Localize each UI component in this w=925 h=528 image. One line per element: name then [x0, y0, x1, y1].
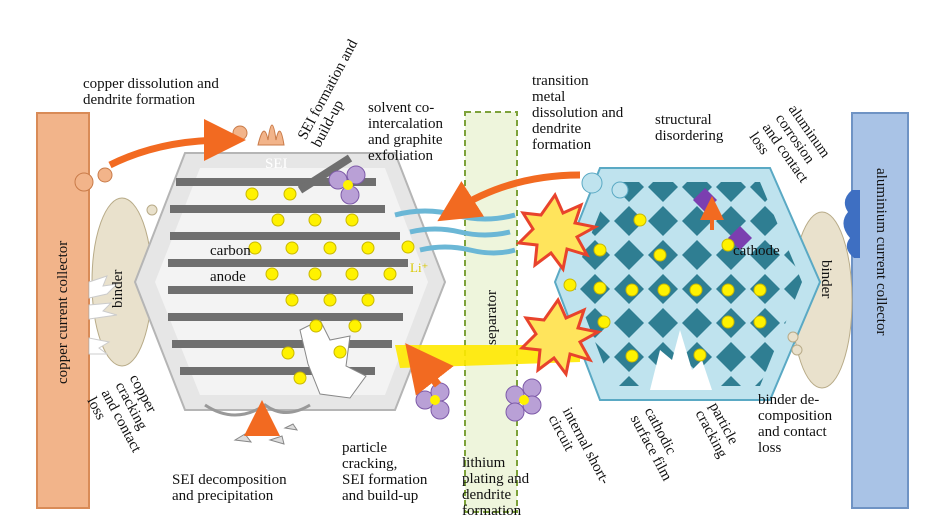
short-circuit-burst-bottom: [518, 296, 603, 378]
binder-left-label: binder: [110, 269, 126, 308]
lithium-particles-cathode: [563, 213, 767, 363]
transition-metal-label: transition metal dissolution and dendrit…: [532, 73, 624, 153]
binder-decomposition-label: binder de- composition and contact loss: [758, 392, 833, 456]
solvent-cointercalation-label: solvent co- intercalation and graphite e…: [368, 100, 443, 164]
lithium-particles-anode: [245, 187, 415, 385]
particle-cracking-sei-label: particle cracking, SEI formation and bui…: [342, 440, 428, 504]
separator-label: separator: [484, 290, 500, 345]
lithium-plating-label: lithium plating and dendrite formation: [462, 455, 530, 519]
copper-dissolution-label: copper dissolution and dendrite formatio…: [83, 76, 219, 108]
aluminum-current-collector: [851, 112, 909, 509]
aluminum-corrosion-shape: [843, 190, 860, 258]
cathode-label: cathode: [733, 243, 780, 259]
separator-shape: [464, 111, 518, 513]
aluminum-collector-label: aluminium current collector: [873, 168, 889, 336]
short-circuit-burst-top: [515, 191, 600, 273]
copper-collector-label: copper current collector: [55, 240, 71, 384]
structural-disordering-label: structural disordering: [655, 112, 724, 144]
carbon-anode-label: carbon anode: [210, 243, 251, 285]
sei-label: SEI: [265, 156, 288, 172]
li-ion-label: Li⁺: [410, 260, 429, 275]
graphite-layers: [168, 178, 413, 375]
binder-right-label: binder: [818, 260, 834, 299]
sei-decomposition-label: SEI decomposition and precipitation: [172, 472, 287, 504]
